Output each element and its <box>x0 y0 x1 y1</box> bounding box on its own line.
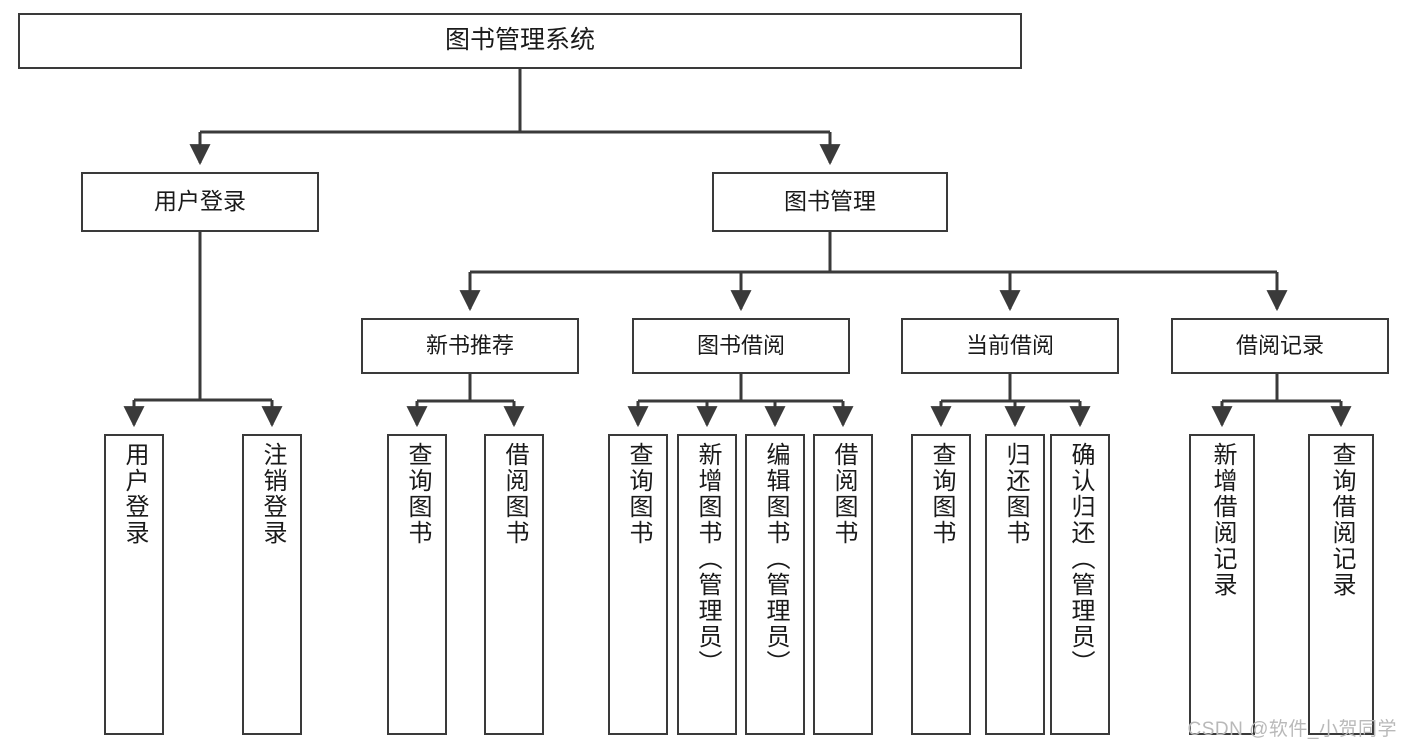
node-book-borrow[interactable]: 图书借阅 <box>632 318 850 374</box>
node-leaf-query-book-3[interactable]: 查询图书 <box>911 434 971 735</box>
node-leaf-borrow-book-2-label: 借阅图书 <box>830 442 857 546</box>
node-leaf-query-book-3-label: 查询图书 <box>928 442 955 546</box>
node-leaf-return-book-label: 归还图书 <box>1002 442 1029 546</box>
node-leaf-borrow-book-2[interactable]: 借阅图书 <box>813 434 873 735</box>
node-leaf-borrow-book-1-label: 借阅图书 <box>501 442 528 546</box>
node-leaf-query-book-2[interactable]: 查询图书 <box>608 434 668 735</box>
node-leaf-add-book[interactable]: 新增图书（管理员） <box>677 434 737 735</box>
node-leaf-confirm-return[interactable]: 确认归还（管理员） <box>1050 434 1110 735</box>
node-leaf-borrow-book-1[interactable]: 借阅图书 <box>484 434 544 735</box>
node-leaf-user-logout[interactable]: 注销登录 <box>242 434 302 735</box>
node-leaf-edit-book-label: 编辑图书（管理员） <box>762 442 789 676</box>
node-leaf-add-borrow-record[interactable]: 新增借阅记录 <box>1189 434 1255 735</box>
node-leaf-edit-book[interactable]: 编辑图书（管理员） <box>745 434 805 735</box>
node-root[interactable]: 图书管理系统 <box>18 13 1022 69</box>
node-leaf-user-login-label: 用户登录 <box>121 442 148 546</box>
node-book-borrow-label: 图书借阅 <box>696 333 785 359</box>
node-new-book-recommend[interactable]: 新书推荐 <box>361 318 579 374</box>
node-leaf-user-login[interactable]: 用户登录 <box>104 434 164 735</box>
node-leaf-query-book-1-label: 查询图书 <box>404 442 431 546</box>
node-leaf-confirm-return-label: 确认归还（管理员） <box>1067 442 1094 676</box>
node-borrow-record[interactable]: 借阅记录 <box>1171 318 1389 374</box>
node-borrow-record-label: 借阅记录 <box>1235 333 1324 359</box>
node-user-login[interactable]: 用户登录 <box>81 172 319 232</box>
node-current-borrow[interactable]: 当前借阅 <box>901 318 1119 374</box>
node-current-borrow-label: 当前借阅 <box>965 333 1054 359</box>
node-leaf-query-borrow-record-label: 查询借阅记录 <box>1328 442 1355 598</box>
node-leaf-user-logout-label: 注销登录 <box>259 442 286 546</box>
node-book-manage[interactable]: 图书管理 <box>712 172 948 232</box>
node-leaf-query-book-2-label: 查询图书 <box>625 442 652 546</box>
node-book-manage-label: 图书管理 <box>784 188 876 215</box>
node-leaf-return-book[interactable]: 归还图书 <box>985 434 1045 735</box>
node-new-book-recommend-label: 新书推荐 <box>425 333 514 359</box>
node-leaf-query-book-1[interactable]: 查询图书 <box>387 434 447 735</box>
node-root-label: 图书管理系统 <box>444 26 595 55</box>
node-leaf-add-book-label: 新增图书（管理员） <box>694 442 721 676</box>
node-leaf-query-borrow-record[interactable]: 查询借阅记录 <box>1308 434 1374 735</box>
node-leaf-add-borrow-record-label: 新增借阅记录 <box>1209 442 1236 598</box>
node-user-login-label: 用户登录 <box>154 188 246 215</box>
